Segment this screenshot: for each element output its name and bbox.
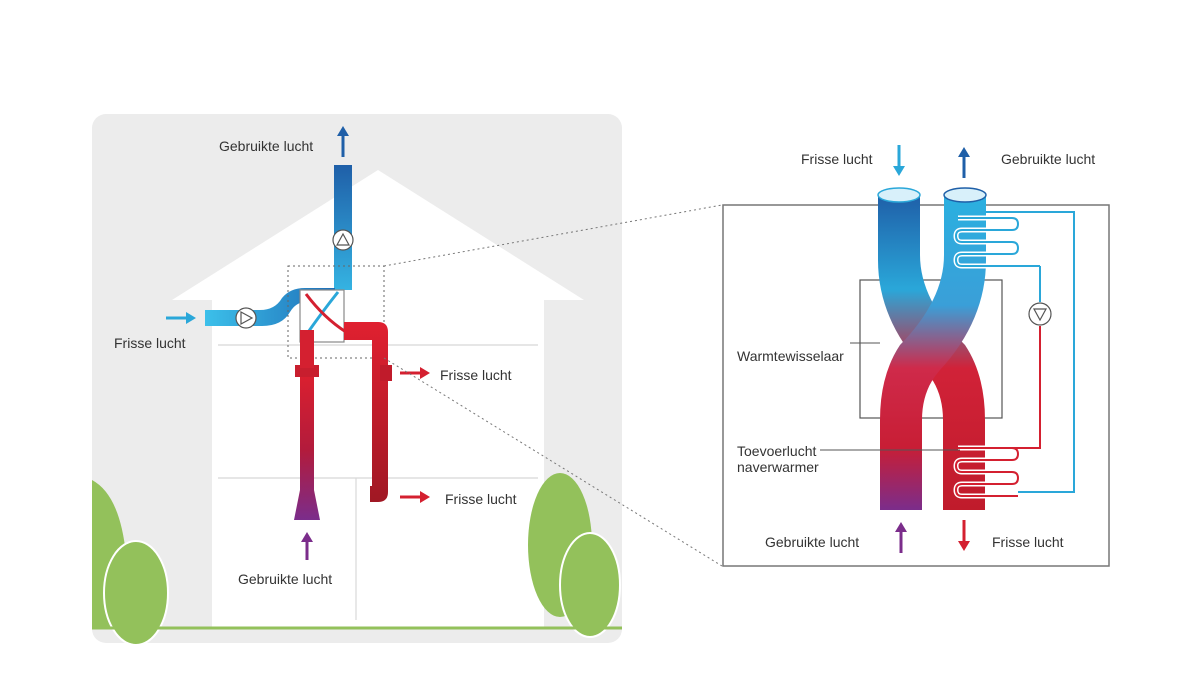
tree-right xyxy=(528,473,621,638)
zoom-connector xyxy=(383,357,723,567)
exchanger-flow xyxy=(304,293,347,334)
zoom-highlight xyxy=(287,265,385,359)
arrow-icon xyxy=(893,145,905,176)
label-postheater-line1: Toevoerlucht xyxy=(737,443,817,459)
label-detail-used-out: Gebruikte lucht xyxy=(1001,151,1096,167)
supply-duct xyxy=(344,322,388,502)
fan-icon xyxy=(332,229,354,251)
label-detail-fresh-out: Frisse lucht xyxy=(992,534,1064,550)
exhaust-duct xyxy=(334,165,352,290)
arrow-icon xyxy=(301,532,313,560)
used-air-duct xyxy=(294,365,320,520)
label-house-used-in: Gebruikte lucht xyxy=(238,571,333,587)
label-detail-fresh-in: Frisse lucht xyxy=(801,151,873,167)
label-house-fresh-out-lower: Frisse lucht xyxy=(445,491,517,507)
pipe-opening xyxy=(877,187,921,203)
label-detail-postheater: Toevoerlucht naverwarmer xyxy=(737,443,819,475)
label-postheater-line2: naverwarmer xyxy=(737,459,819,475)
label-house-exhaust: Gebruikte lucht xyxy=(219,138,314,154)
label-house-fresh-out-upper: Frisse lucht xyxy=(440,367,512,383)
pipe-opening xyxy=(943,187,987,203)
detail-exchanger-box xyxy=(859,279,1003,419)
arrow-icon xyxy=(166,312,196,324)
used-air-riser xyxy=(300,330,314,368)
fan-icon xyxy=(235,307,257,329)
supply-collar xyxy=(380,365,392,381)
label-house-fresh-in: Frisse lucht xyxy=(114,335,186,351)
arrow-icon xyxy=(400,491,430,503)
tree-left xyxy=(92,480,169,646)
cooling-coil xyxy=(954,211,1075,493)
label-detail-exchanger: Warmtewisselaar xyxy=(737,348,844,364)
arrow-icon xyxy=(337,126,349,157)
label-detail-used-in: Gebruikte lucht xyxy=(765,534,860,550)
arrow-icon xyxy=(400,367,430,379)
arrow-icon xyxy=(958,147,970,178)
heat-exchanger-box xyxy=(299,289,345,343)
arrow-icon xyxy=(895,522,907,553)
arrow-icon xyxy=(958,520,970,551)
detail-pipe-used xyxy=(880,195,986,510)
heating-coil xyxy=(954,326,1041,497)
zoom-connector xyxy=(383,204,723,267)
pump-icon xyxy=(1028,302,1052,326)
